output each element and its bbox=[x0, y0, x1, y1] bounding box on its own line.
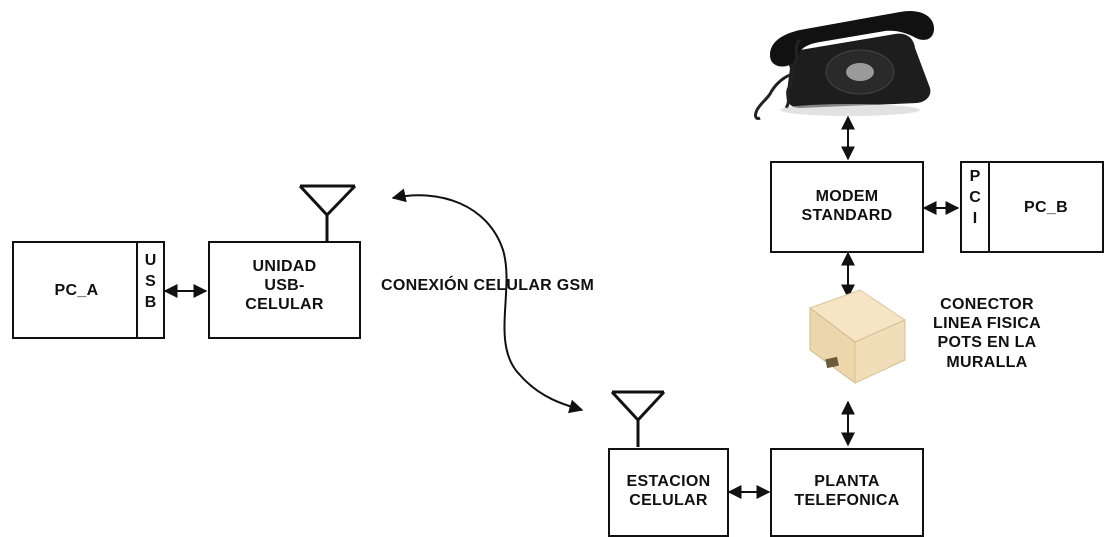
gsm-link-arrow bbox=[391, 188, 584, 414]
modem-label: MODEM STANDARD bbox=[801, 188, 893, 225]
unidad-label: UNIDAD USB- CELULAR bbox=[245, 258, 324, 314]
antenna-icon bbox=[610, 390, 666, 447]
usb-label: U S B bbox=[144, 252, 157, 311]
gsm-connection-label: CONEXIÓN CELULAR GSM bbox=[381, 277, 595, 294]
wall-jack-icon bbox=[808, 289, 907, 384]
rotary-telephone-icon bbox=[754, 10, 935, 120]
estacion-label: ESTACION CELULAR bbox=[626, 473, 711, 510]
modem-standard-box: MODEM STANDARD bbox=[770, 161, 924, 253]
wall-jack-label: CONECTOR LINEA FISICA POTS EN LA MURALLA bbox=[933, 296, 1041, 371]
unidad-usb-celular-box: UNIDAD USB- CELULAR bbox=[208, 241, 361, 339]
pci-label: P C I bbox=[969, 168, 981, 227]
estacion-celular-box: ESTACION CELULAR bbox=[608, 448, 729, 537]
pci-port-box: P C I bbox=[960, 161, 990, 253]
antenna-icon bbox=[298, 184, 357, 241]
pc-a-label: PC_A bbox=[54, 282, 99, 299]
planta-label: PLANTA TELEFONICA bbox=[794, 473, 900, 510]
planta-telefonica-box: PLANTA TELEFONICA bbox=[770, 448, 924, 537]
pc-b-label: PC_B bbox=[1024, 199, 1068, 216]
usb-port-box: U S B bbox=[136, 241, 165, 339]
